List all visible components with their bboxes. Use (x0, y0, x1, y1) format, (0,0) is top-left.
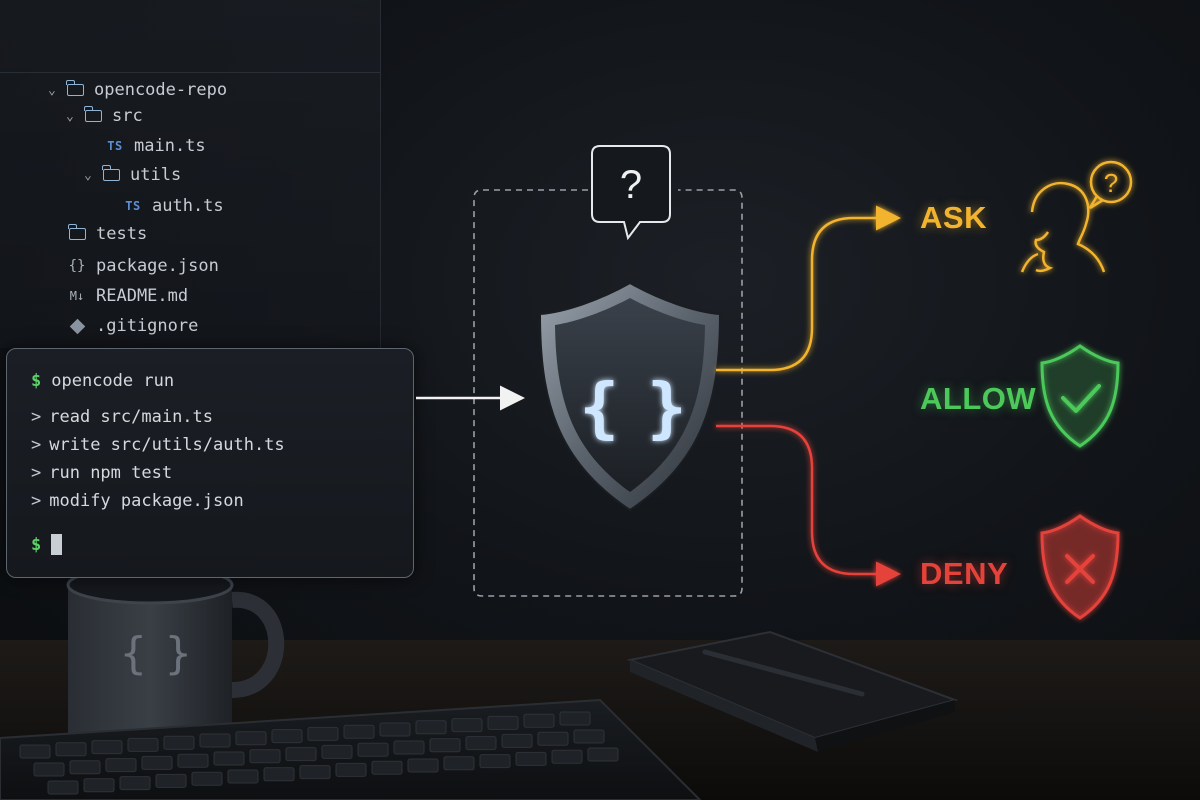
keyboard-key (523, 713, 555, 728)
keyboard-key (47, 780, 79, 795)
keyboard-key (69, 760, 101, 775)
tree-item-package-json[interactable]: {} package.json (66, 254, 219, 278)
keyboard-key (537, 731, 569, 746)
keyboard-key (263, 767, 295, 782)
tree-item-auth-ts[interactable]: TS auth.ts (122, 194, 224, 218)
keyboard-key (163, 735, 195, 750)
tree-item-readme[interactable]: M↓ README.md (66, 284, 188, 308)
tree-item-opencode-repo[interactable]: ⌄ opencode-repo (48, 78, 227, 102)
keyboard-key (321, 744, 353, 759)
keyboard-key (515, 751, 547, 766)
tree-item-label: src (112, 106, 143, 126)
keyboard-key (573, 729, 605, 744)
keyboard-key (379, 722, 411, 737)
tree-item-src[interactable]: ⌄ src (66, 104, 143, 128)
keyboard-key (127, 737, 159, 752)
keyboard-key (155, 773, 187, 788)
keyboard-key (335, 762, 367, 777)
keyboard-key (587, 747, 619, 762)
git-icon (69, 318, 85, 334)
keyboard-key (429, 738, 461, 753)
terminal-command: opencode run (51, 371, 175, 391)
keyboard-key (119, 776, 151, 791)
prompt-symbol: $ (31, 371, 42, 391)
keyboard-key (357, 742, 389, 757)
keyboard-key (191, 771, 223, 786)
keyboard-key (451, 718, 483, 733)
keyboard-key (91, 740, 123, 755)
tree-item-main-ts[interactable]: TS main.ts (104, 134, 206, 158)
keyboard-key (235, 731, 267, 746)
tree-item-label: .gitignore (96, 316, 199, 336)
keyboard-key (443, 756, 475, 771)
terminal-command-line: $ opencode run (31, 371, 174, 391)
keyboard-key (559, 711, 591, 726)
terminal-output-line: >modify package.json (31, 491, 244, 511)
keyboard-key (479, 754, 511, 769)
ask-label: ASK (920, 200, 987, 235)
keyboard-key (307, 726, 339, 741)
keyboard-key (199, 733, 231, 748)
keyboard-key (55, 742, 87, 757)
keyboard-key (271, 729, 303, 744)
keyboard-key (83, 778, 115, 793)
keyboard (0, 698, 702, 800)
keyboard-key (33, 762, 65, 777)
panel-divider (0, 72, 380, 73)
keyboard-key (407, 758, 439, 773)
terminal-window[interactable]: $ opencode run >read src/main.ts >write s… (6, 348, 414, 578)
terminal-output-line: >write src/utils/auth.ts (31, 435, 285, 455)
tree-item-label: auth.ts (152, 196, 224, 216)
keyboard-key (487, 715, 519, 730)
folder-icon (67, 224, 86, 240)
prompt-symbol: $ (31, 534, 42, 555)
keyboard-key (249, 749, 281, 764)
notebook (626, 630, 959, 752)
keyboard-key (371, 760, 403, 775)
folder-icon (83, 106, 102, 122)
keyboard-key (285, 747, 317, 762)
tree-item-label: README.md (96, 286, 189, 306)
keyboard-key (105, 758, 137, 773)
keyboard-key (227, 769, 259, 784)
terminal-input-line[interactable]: $ (31, 534, 63, 555)
tree-item-tests[interactable]: tests (66, 222, 147, 246)
tree-item-gitignore[interactable]: .gitignore (66, 314, 198, 338)
keyboard-key (415, 720, 447, 735)
pen (702, 649, 865, 697)
chevron-down-icon: ⌄ (48, 82, 56, 98)
keyboard-key (501, 733, 533, 748)
tree-item-label: tests (96, 224, 148, 244)
keyboard-key (551, 749, 583, 764)
json-icon: {} (68, 258, 86, 274)
keyboard-key (141, 755, 173, 770)
keyboard-key (177, 753, 209, 768)
markdown-icon: M↓ (69, 289, 85, 303)
tree-item-label: main.ts (134, 136, 206, 156)
folder-icon (65, 80, 84, 96)
text-cursor (51, 534, 63, 555)
file-explorer-panel: ⌄ opencode-repo ⌄ src TS main.ts ⌄ utils… (0, 0, 381, 348)
tree-item-label: package.json (96, 256, 219, 276)
keyboard-key (299, 765, 331, 780)
keyboard-key (343, 724, 375, 739)
folder-icon (101, 165, 120, 181)
tree-item-label: utils (130, 165, 182, 185)
typescript-icon: TS (125, 199, 141, 213)
keyboard-key (465, 736, 497, 751)
chevron-down-icon: ⌄ (84, 167, 92, 183)
typescript-icon: TS (107, 139, 123, 153)
tree-item-utils[interactable]: ⌄ utils (84, 163, 181, 187)
deny-label: DENY (920, 556, 1009, 591)
mug-glyph: { } (120, 628, 192, 679)
keyboard-key (393, 740, 425, 755)
keyboard-key (213, 751, 245, 766)
terminal-output-line: >read src/main.ts (31, 407, 214, 427)
allow-label: ALLOW (920, 381, 1037, 416)
terminal-output-line: >run npm test (31, 463, 173, 483)
chevron-down-icon: ⌄ (66, 108, 74, 124)
tree-item-label: opencode-repo (94, 80, 228, 100)
keyboard-key (19, 744, 51, 759)
